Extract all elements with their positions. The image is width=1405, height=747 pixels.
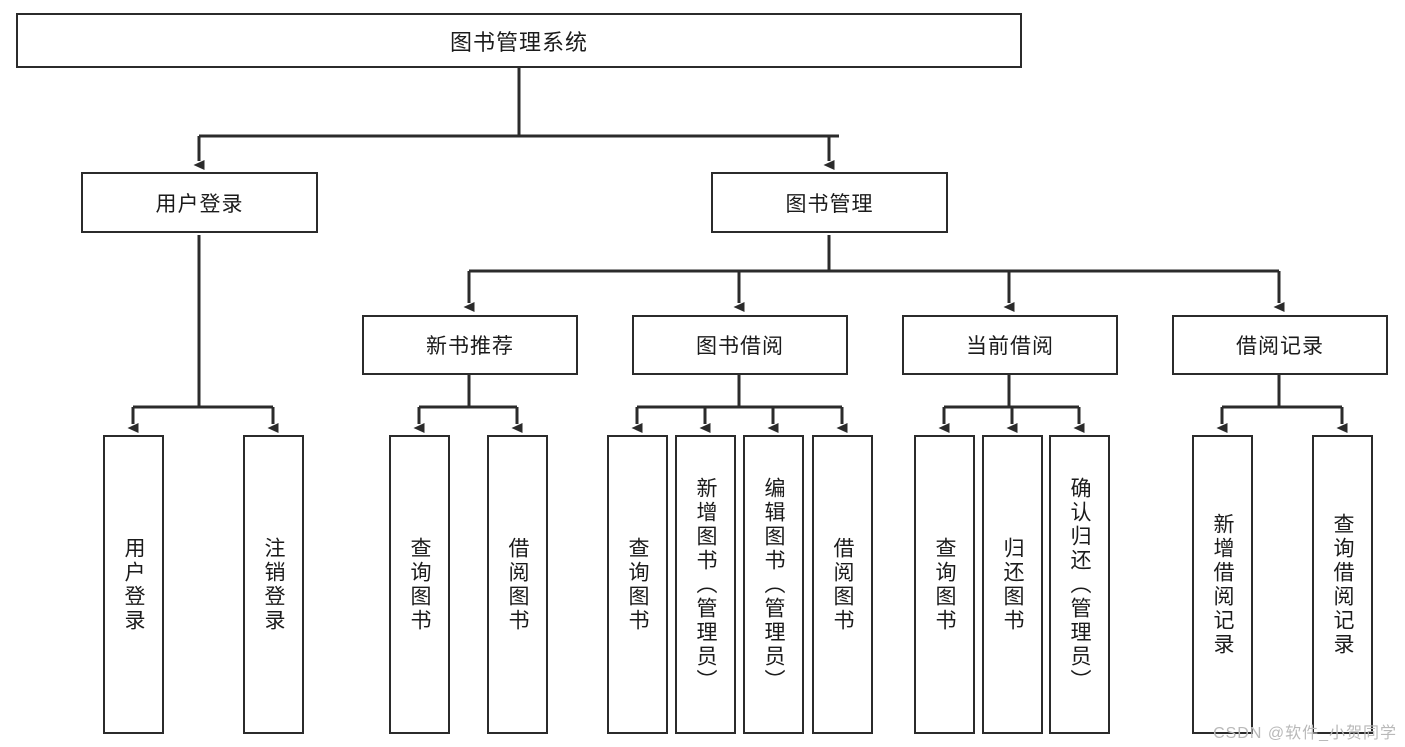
leaf-book-borrow-query-books[interactable]: 查询图书: [607, 435, 668, 734]
leaf-book-borrow-add-book-admin[interactable]: 新增图书（管理员）: [675, 435, 736, 734]
leaf-current-borrow-confirm-return-admin[interactable]: 确认归还（管理员）: [1049, 435, 1110, 734]
leaf-user-login-signin[interactable]: 用户登录: [103, 435, 164, 734]
leaf-current-borrow-return-books[interactable]: 归还图书: [982, 435, 1043, 734]
node-borrow-record[interactable]: 借阅记录: [1172, 315, 1388, 375]
node-new-book-recommend[interactable]: 新书推荐: [362, 315, 578, 375]
leaf-book-borrow-edit-book-admin[interactable]: 编辑图书（管理员）: [743, 435, 804, 734]
leaf-borrow-record-query-record[interactable]: 查询借阅记录: [1312, 435, 1373, 734]
leaf-user-login-signout[interactable]: 注销登录: [243, 435, 304, 734]
leaf-borrow-record-add-record[interactable]: 新增借阅记录: [1192, 435, 1253, 734]
node-user-login[interactable]: 用户登录: [81, 172, 318, 233]
node-book-management[interactable]: 图书管理: [711, 172, 948, 233]
watermark-credit: CSDN @软件_小贺同学: [1213, 725, 1397, 742]
leaf-current-borrow-query-books[interactable]: 查询图书: [914, 435, 975, 734]
leaf-book-borrow-borrow-books[interactable]: 借阅图书: [812, 435, 873, 734]
node-current-borrow[interactable]: 当前借阅: [902, 315, 1118, 375]
leaf-new-book-query-books[interactable]: 查询图书: [389, 435, 450, 734]
leaf-new-book-borrow-books[interactable]: 借阅图书: [487, 435, 548, 734]
node-root-book-management-system[interactable]: 图书管理系统: [16, 13, 1022, 68]
node-book-borrow[interactable]: 图书借阅: [632, 315, 848, 375]
